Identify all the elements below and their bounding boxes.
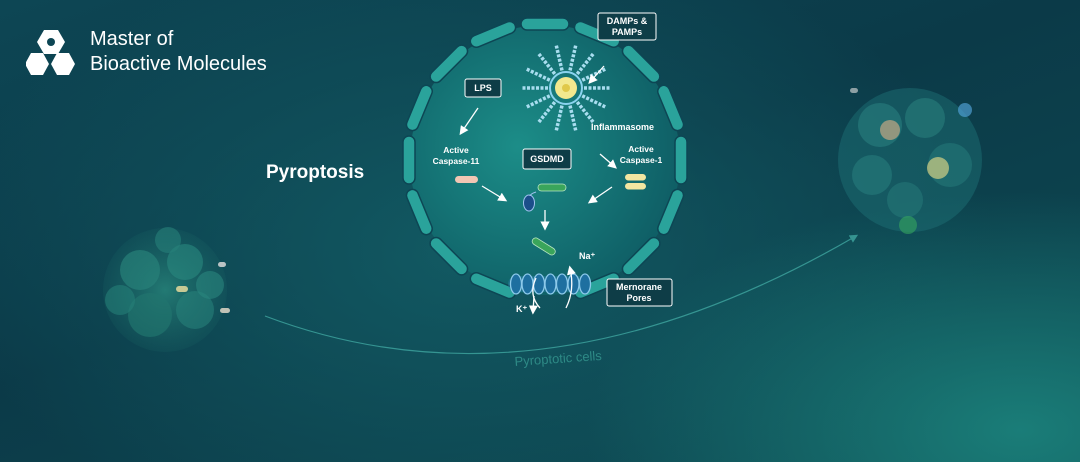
svg-text:PAMPs: PAMPs <box>612 27 642 37</box>
pore-subunit <box>555 273 569 295</box>
cell-cluster-right <box>838 88 982 234</box>
svg-text:DAMPs &: DAMPs & <box>607 16 648 26</box>
membrane-segment <box>621 44 661 84</box>
k-ion-label: K⁺ <box>516 304 527 314</box>
lps-arrow <box>459 107 479 136</box>
inflammasome-label: Inflammasome <box>591 122 654 132</box>
pore-subunit <box>532 273 546 295</box>
membrane-pores <box>508 273 592 295</box>
pore-subunit <box>521 273 534 295</box>
membrane-segment <box>405 188 433 236</box>
caspase11-protein <box>455 176 478 183</box>
pore-subunit <box>509 273 523 295</box>
caspase1-label-1: Active <box>628 144 654 154</box>
brand-logo: Master of Bioactive Molecules <box>26 28 267 80</box>
caspase1-protein-2 <box>625 183 646 190</box>
pore-subunit <box>544 273 557 295</box>
svg-text:Mernorane: Mernorane <box>616 282 662 292</box>
inflammasome <box>522 44 610 132</box>
membrane-segment <box>621 236 661 276</box>
gsdmd-n-fragment <box>531 237 556 256</box>
membrane-segment <box>429 44 469 84</box>
pore-subunit <box>567 273 580 295</box>
membrane-segment <box>469 20 517 48</box>
caspase1-protein-1 <box>625 174 646 181</box>
svg-text:Pores: Pores <box>626 293 651 303</box>
caspase1-label-2: Caspase-1 <box>620 155 663 165</box>
k-arrow-head <box>528 295 538 315</box>
transition-curve <box>264 234 859 355</box>
damps-arrow <box>588 65 605 84</box>
cell-cluster-left <box>103 227 230 352</box>
membrane-segment <box>402 135 416 185</box>
caspase11-arrow <box>481 185 508 202</box>
membrane-segment <box>429 236 469 276</box>
cell-membrane <box>402 17 688 300</box>
membrane-segment <box>657 188 685 236</box>
svg-text:LPS: LPS <box>474 83 492 93</box>
brand-line-2: Bioactive Molecules <box>90 53 267 75</box>
page-title: Pyroptosis <box>266 162 365 183</box>
damps-pamps-label: DAMPs & PAMPs <box>597 12 657 41</box>
gsdmd-protein <box>523 183 567 212</box>
inflammasome-arrow <box>599 153 617 169</box>
lps-label: LPS <box>464 78 502 98</box>
caspase11-label-2: Caspase-11 <box>433 156 480 166</box>
na-influx-arrow <box>565 265 576 309</box>
membrane-segment <box>405 84 433 132</box>
membrane-segment <box>469 272 517 300</box>
svg-text:GSDMD: GSDMD <box>530 154 564 164</box>
brand-name: Master of Bioactive Molecules <box>90 27 267 77</box>
membrane-pores-label: Mernorane Pores <box>606 278 673 307</box>
membrane-segment <box>520 17 570 31</box>
brand-line-1: Master of <box>90 28 174 50</box>
membrane-segment <box>674 135 688 185</box>
pore-subunit <box>578 273 592 295</box>
caspase1-arrow <box>587 186 613 204</box>
caspase11-label-1: Active <box>443 145 469 155</box>
hexagon-logo-icon <box>26 30 75 75</box>
membrane-segment <box>657 84 685 132</box>
na-ion-label: Na⁺ <box>579 251 596 261</box>
k-efflux-arrow <box>532 277 541 309</box>
gsdmd-label: GSDMD <box>522 148 572 170</box>
